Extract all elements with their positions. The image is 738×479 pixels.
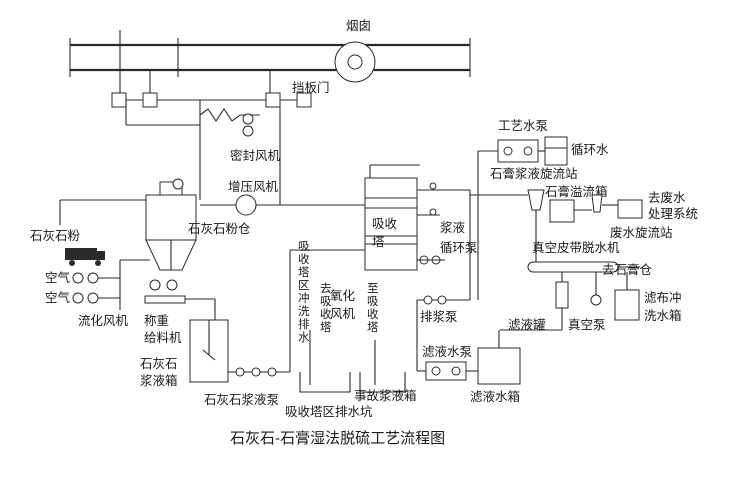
filtrate-pumps: [416, 300, 478, 381]
filtrate-pump-label: 滤液水泵: [422, 344, 472, 359]
fluidizing-fans: [72, 259, 150, 310]
filtrate-water-tank: [477, 330, 521, 385]
damper-label: 挡板门: [292, 80, 330, 95]
weigh-feeder-label-1: 称重: [144, 313, 169, 328]
slurry-tank-label-2: 浆液箱: [140, 373, 178, 388]
seal-fan-label: 密封风机: [230, 148, 281, 163]
vacuum-pump-label: 真空泵: [568, 317, 606, 332]
limestone-slurry-pumps: [228, 249, 365, 377]
fluidizing-fan-label: 流化风机: [78, 313, 129, 328]
emergency-slurry-tank: [359, 340, 406, 393]
air-label-1: 空气: [45, 270, 71, 285]
chimney-label: 烟囱: [346, 18, 371, 33]
booster-fan-label: 增压风机: [228, 179, 279, 194]
oxidation-fan-label-1: 氧化: [330, 288, 356, 303]
vacuum-belt-filter: [527, 245, 640, 273]
gypsum-silo-label: 去石膏仓: [602, 262, 653, 277]
to-absorber-label-1: 去吸收塔: [320, 281, 332, 334]
gypsum-cyclone-label: 石膏浆液旋流站: [490, 166, 578, 181]
filtrate-tank-label: 滤液罐: [508, 317, 546, 332]
cloth-wash-tank: [614, 272, 640, 321]
weigh-feeders: [144, 279, 216, 320]
vacuum-pump-symbol: [590, 272, 602, 306]
waste-water-label-2: 处理系统: [648, 206, 698, 221]
circulating-water-tank: [544, 136, 568, 166]
absorber-label-1: 吸收: [372, 216, 398, 231]
discharge-pump-label-1: 排浆泵: [420, 309, 458, 324]
to-absorber-label-2: 至吸收塔: [367, 281, 379, 334]
slurry-tank-label-1: 石灰石: [140, 356, 178, 371]
limestone-powder-label: 石灰石粉: [30, 228, 81, 243]
filtrate-box-label: 滤液水箱: [470, 389, 520, 404]
cloth-wash-label-2: 洗水箱: [644, 308, 682, 323]
process-water-pumps: [477, 139, 545, 300]
slurry-pump-label: 石灰石浆液泵: [204, 392, 279, 407]
chimney-symbol: [334, 41, 376, 83]
absorber-tower: [364, 164, 420, 271]
damper-valves: [111, 70, 312, 137]
filtrate-receiver: [500, 272, 569, 331]
circ-water-label: 循环水: [571, 142, 609, 157]
flush-drain-label: 吸收塔区冲洗排水: [298, 239, 310, 344]
gypsum-overflow-tank: [549, 199, 575, 223]
belt-filter-label: 真空皮带脱水机: [532, 240, 620, 255]
circulation-pumps: [417, 182, 470, 265]
oxidation-fan-label-2: 风机: [330, 306, 356, 321]
process-pump-label: 工艺水泵: [498, 118, 548, 133]
waste-cyclone: [574, 194, 643, 219]
discharge-pumps: [417, 190, 471, 305]
truck-icon: [65, 248, 105, 266]
gas-path: [125, 100, 365, 206]
weigh-feeder-label-2: 给料机: [144, 330, 182, 345]
drain-pit: [299, 330, 351, 393]
air-label-2: 空气: [45, 290, 71, 305]
limestone-slurry-tank: [189, 319, 229, 383]
absorber-label-2: 塔: [372, 234, 385, 249]
circ-pump-label-1: 浆液: [440, 220, 466, 235]
gypsum-cyclone: [470, 189, 545, 245]
diagram-caption: 石灰石-石膏湿法脱硫工艺流程图: [230, 429, 445, 447]
limestone-silo-label: 石灰石粉仓: [188, 221, 251, 236]
waste-cyclone-label: 废水旋流站: [610, 225, 673, 240]
circ-pump-label-2: 循环泵: [440, 240, 478, 255]
limestone-silo: [59, 178, 197, 271]
cloth-wash-label-1: 滤布冲: [644, 290, 682, 305]
waste-water-label-1: 去废水: [648, 190, 686, 205]
emergency-tank-label: 事故浆液箱: [354, 388, 417, 403]
drain-pit-label: 吸收塔区排水坑: [285, 404, 373, 419]
booster-fan: [200, 194, 280, 216]
